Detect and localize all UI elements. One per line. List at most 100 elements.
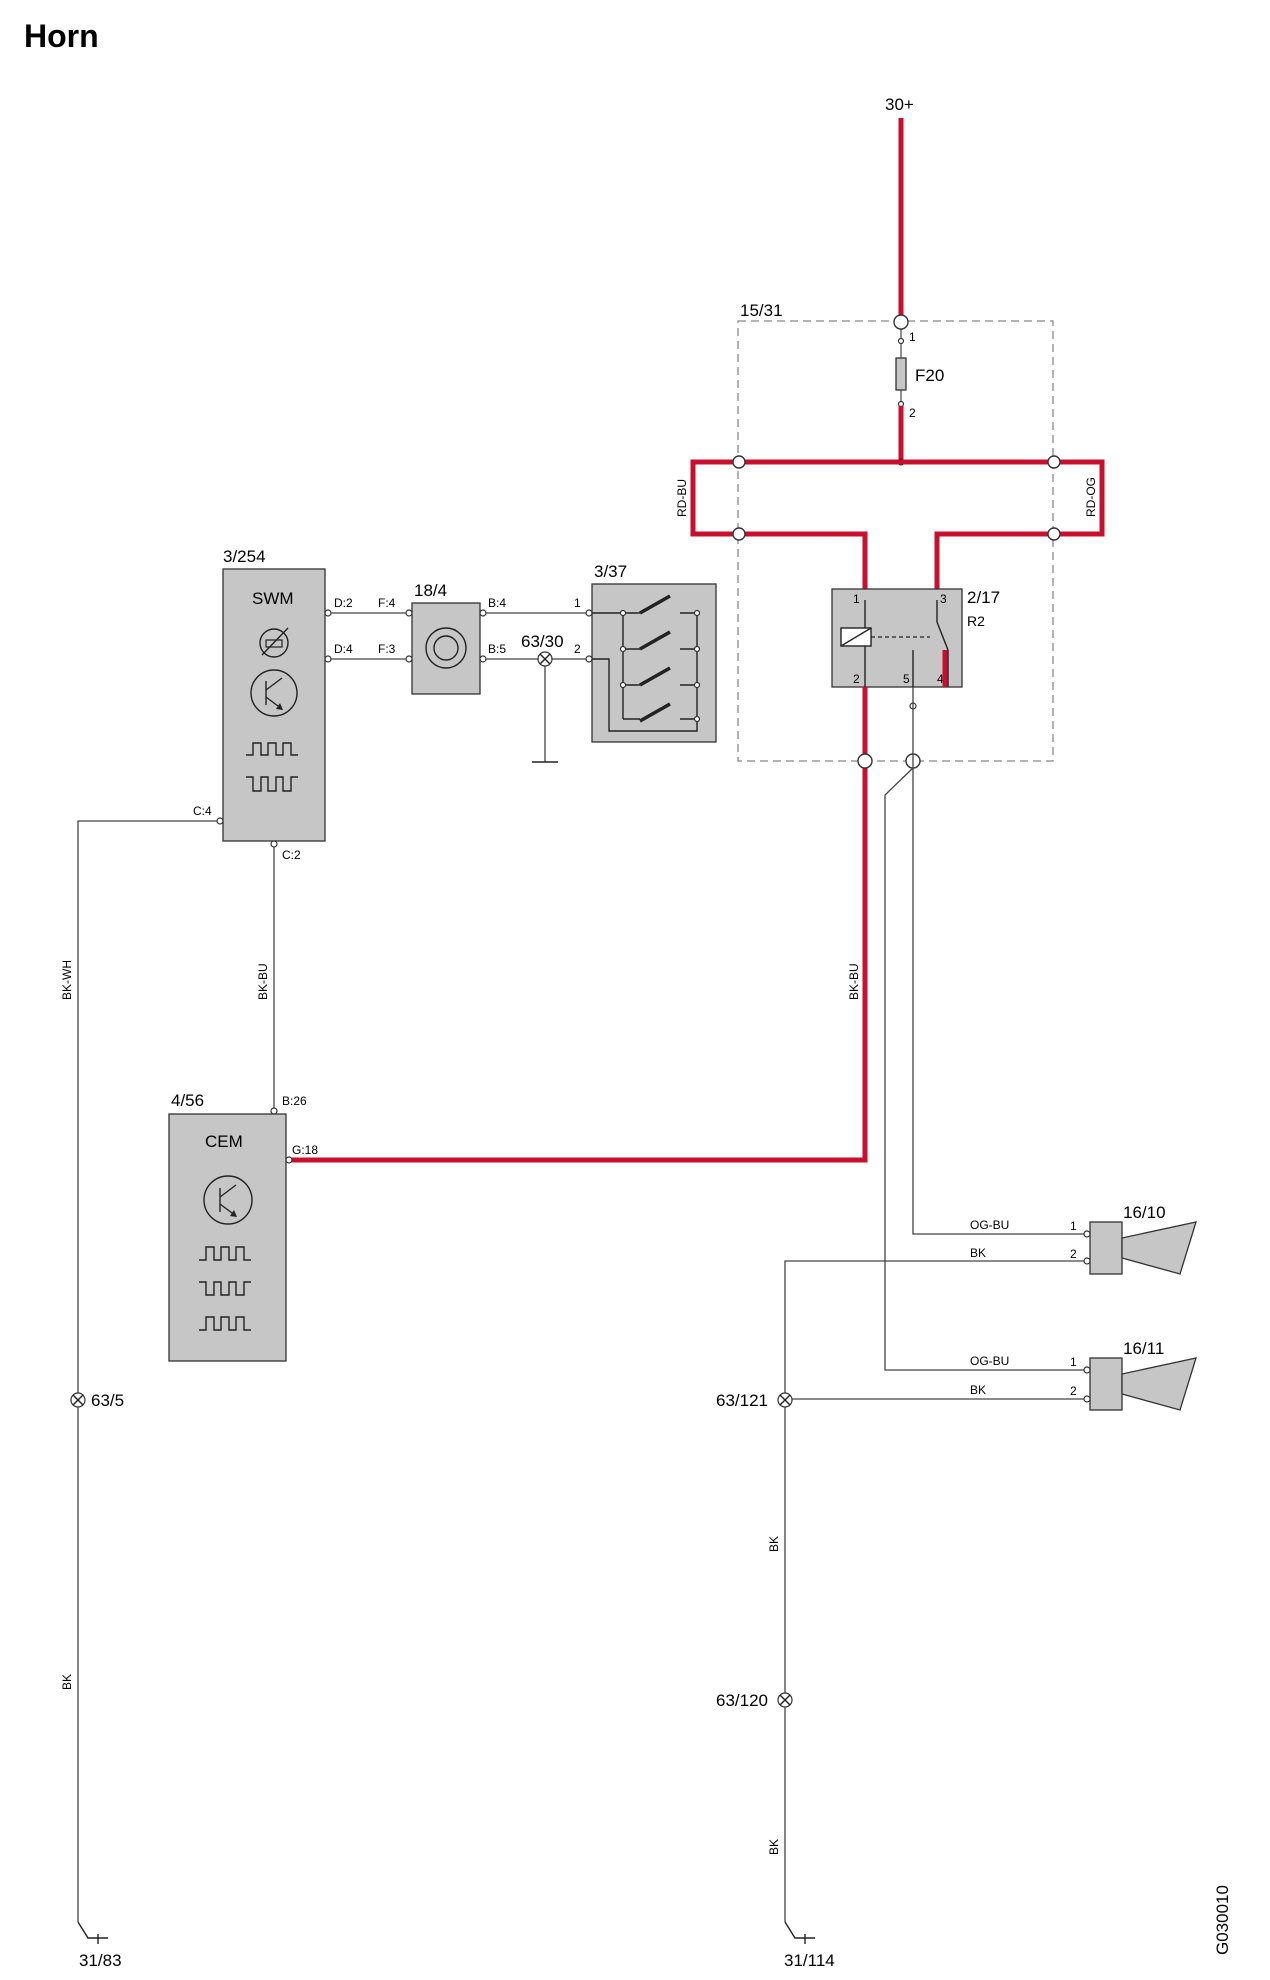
swm-pin-c4: [216, 817, 224, 825]
page-title: Horn: [24, 18, 99, 54]
swm-transistor-icon: [250, 669, 298, 717]
horn-switch-3-37: [591, 583, 717, 743]
ground-31-83-symbol: [77, 1921, 108, 1939]
wire-label-og-bu-1: OG-BU: [970, 1218, 1009, 1232]
clock-spring-outer-icon: [425, 627, 467, 669]
clock-spring-pin-b5: [479, 655, 487, 663]
clock-spring-inner-icon: [433, 635, 459, 661]
wire-horn1-ground: [784, 1260, 1084, 1393]
horn-16-10-pin-2: [1083, 1257, 1091, 1265]
fuse-f20-label: F20: [915, 366, 944, 385]
relay-output-og-bu-wire-2: [884, 767, 1085, 1371]
cem-lin-wave: [199, 1316, 251, 1331]
swm-clock-spring-slash: [261, 627, 289, 656]
cem-pin-g18-label: G:18: [292, 1143, 318, 1157]
swm-pin-c2-label: C:2: [282, 848, 301, 862]
relay-coil-diagonal: [840, 627, 872, 647]
swm-transistor-arrow: [276, 703, 283, 710]
swm-pin-c4-label: C:4: [193, 804, 212, 818]
swm-name-label: SWM: [252, 589, 294, 608]
swm-can-wave-bottom: [246, 776, 298, 792]
switch-contact-1: [639, 594, 671, 615]
relay-pin-1: 1: [853, 592, 860, 606]
bus-terminal-tr: [1047, 455, 1061, 469]
horn-16-11-pin-2-label: 2: [1070, 1384, 1077, 1398]
switch-node-c: [619, 681, 627, 689]
splice-63-5-label: 63/5: [91, 1391, 124, 1410]
horn-16-10-label: 16/10: [1123, 1203, 1166, 1222]
switch-contact-2: [639, 630, 671, 651]
relay-pin-2: 2: [853, 672, 860, 686]
cem-pin-b26: [270, 1107, 278, 1115]
ground-63-30-label: 63/30: [521, 632, 564, 651]
fuse-relay-box-label: 15/31: [740, 301, 783, 320]
splice-63-120-label: 63/120: [716, 1691, 768, 1710]
wire-label-bk-left: BK: [60, 1674, 74, 1690]
splice-63-121-label: 63/121: [716, 1391, 768, 1410]
red-bus-to-relay-1: [739, 531, 868, 600]
switch-contact-4: [639, 702, 671, 723]
fuse-pin-2-dot: [897, 400, 905, 408]
cem-transistor-arrow: [230, 1210, 237, 1217]
clock-spring-pin-f4-label: F:4: [378, 596, 396, 610]
fuse-pin-1-dot: [897, 337, 905, 345]
ground-63-30-cross-2: [539, 653, 551, 665]
wire-label-bk-wh: BK-WH: [60, 960, 74, 1000]
relay-name-label: R2: [967, 613, 985, 629]
switch-node-d: [693, 609, 701, 617]
swm-clock-spring-icon: [259, 628, 289, 658]
horn-16-11-pin-1: [1083, 1366, 1091, 1374]
fuse-pin-2-label: 2: [909, 406, 916, 420]
supply-label: 30+: [885, 95, 914, 114]
swm-pin-d2-label: D:2: [334, 596, 353, 610]
switch-node-a: [619, 609, 627, 617]
swm-clock-spring-inner: [265, 639, 283, 648]
wire-label-bk-bu-left: BK-BU: [256, 963, 270, 1000]
swm-transistor-collector: [265, 677, 283, 691]
switch-node-f: [693, 681, 701, 689]
cem-id-label: 4/56: [171, 1091, 204, 1110]
relay-output-bk-bu-wire: [290, 687, 868, 1163]
switch-node-g: [693, 715, 701, 723]
swm-pin-c2: [270, 840, 278, 848]
horn-16-11-pin-1-label: 1: [1070, 1355, 1077, 1369]
clock-spring-pin-b4: [479, 609, 487, 617]
clock-spring-pin-f4: [405, 609, 413, 617]
horn-16-11-label: 16/11: [1123, 1339, 1164, 1358]
horn-switch-pin-2-label: 2: [574, 642, 581, 656]
horn-switch-pin-1-label: 1: [574, 596, 581, 610]
clock-spring-pin-b5-label: B:5: [488, 642, 506, 656]
swm-pin-d4: [324, 655, 332, 663]
relay-pin-4: 4: [937, 672, 944, 686]
horn-16-10-bell: [1121, 1221, 1197, 1275]
bus-terminal-tl: [732, 455, 746, 469]
horn-16-10-pin-2-label: 2: [1070, 1247, 1077, 1261]
horn-16-11-pin-2: [1083, 1395, 1091, 1403]
switch-contact-3: [639, 666, 671, 687]
swm-id-label: 3/254: [223, 547, 266, 566]
cem-transistor-collector: [219, 1184, 237, 1198]
horn-switch-id-label: 3/37: [594, 562, 627, 581]
horn-16-10-connector: [1089, 1221, 1123, 1275]
cem-transistor-icon: [203, 1175, 253, 1225]
horn-switch-pin-1: [585, 609, 593, 617]
relay-output-og-bu-wire: [912, 687, 1085, 1235]
clock-spring-pin-f3-label: F:3: [378, 642, 396, 656]
splice-63-5-cross-2: [72, 1394, 84, 1406]
ground-31-114-symbol: [784, 1921, 815, 1939]
horn-16-11-bell: [1121, 1357, 1197, 1411]
horn-16-10-pin-1: [1083, 1230, 1091, 1238]
wire-label-bk-horn2: BK: [970, 1383, 986, 1397]
horn-switch-pin-2: [585, 655, 593, 663]
ground-31-114-label: 31/114: [784, 1951, 835, 1970]
wire-label-bk-right-2: BK: [767, 1839, 781, 1855]
wire-label-bk-right-1: BK: [767, 1536, 781, 1552]
switch-node-b: [619, 645, 627, 653]
red-loop-rd-og: [1054, 459, 1105, 537]
relay-contact-blade: [936, 621, 949, 651]
cem-name-label: CEM: [205, 1132, 243, 1151]
cem-can-wave-bottom: [199, 1281, 251, 1296]
splice-63-121-cross-2: [779, 1394, 791, 1406]
swm-pin-d4-label: D:4: [334, 642, 353, 656]
